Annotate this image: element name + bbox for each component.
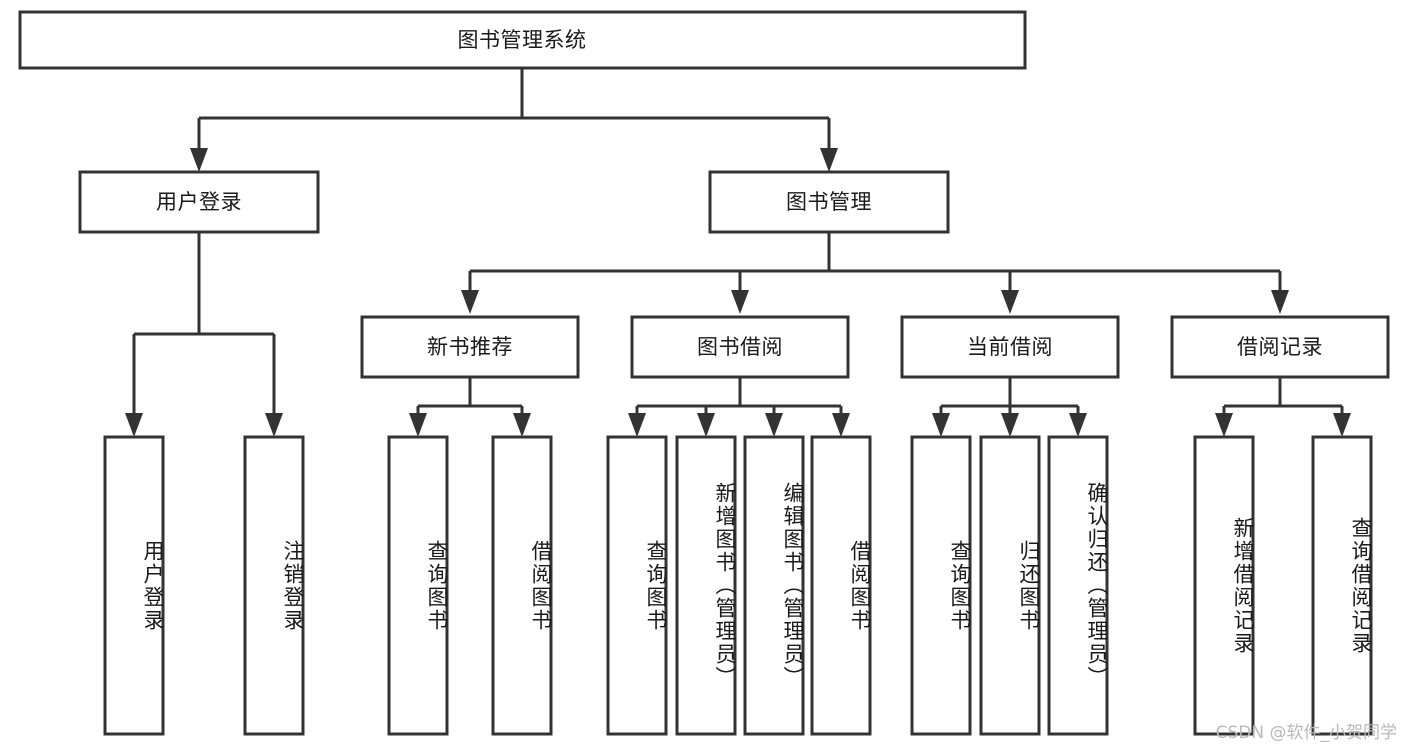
connectors-borrow-record-to-leaves [1215,377,1351,437]
arrowhead-to-borrow-record [1271,290,1289,314]
leaf-box-book-borrow-1[interactable] [675,435,737,736]
arrowhead-user-login-leaf-1 [125,413,143,437]
node-label-borrow-record: 借阅记录 [1237,335,1323,359]
node-box-user-login[interactable] [78,170,320,234]
node-label-new-book-recommend: 新书推荐 [427,335,513,359]
leaf-box-user-login-1[interactable] [243,435,305,736]
node-book-manage[interactable]: 图书管理 [708,170,950,234]
arrowhead-root-to-user-login [190,148,208,172]
leaf-group-user-login [103,435,305,736]
leaf-box-book-borrow-0[interactable] [606,435,668,736]
leaf-box-current-borrow-0[interactable] [910,435,972,736]
leaf-box-user-login-0[interactable] [103,435,165,736]
connectors-current-borrow-to-leaves [932,377,1087,437]
node-box-root[interactable] [18,10,1027,70]
node-label-current-borrow: 当前借阅 [967,335,1053,359]
leaf-box-new-book-0[interactable] [387,435,449,736]
node-current-borrow[interactable]: 当前借阅 [900,315,1120,379]
connectors-book-borrow-to-leaves [628,377,850,437]
arrowhead-book-borrow-leaf-4 [832,413,850,437]
arrowhead-book-borrow-leaf-2 [697,413,715,437]
node-book-borrow[interactable]: 图书借阅 [630,315,850,379]
csdn-watermark: CSDN @软件_小贺同学 [1215,723,1397,743]
node-box-current-borrow[interactable] [900,315,1120,379]
leaf-box-current-borrow-2[interactable] [1047,435,1109,736]
arrowhead-to-book-borrow [731,290,749,314]
node-label-root: 图书管理系统 [458,28,587,52]
arrowhead-to-current-borrow [1001,290,1019,314]
node-box-borrow-record[interactable] [1170,315,1390,379]
node-user-login[interactable]: 用户登录 [78,170,320,234]
node-label-book-manage: 图书管理 [786,190,872,214]
arrowhead-borrow-record-leaf-1 [1215,413,1233,437]
arrowhead-new-book-leaf-1 [409,413,427,437]
node-label-book-borrow: 图书借阅 [697,335,783,359]
arrowhead-root-to-book-manage [820,148,838,172]
node-new-book-recommend[interactable]: 新书推荐 [360,315,580,379]
leaf-box-borrow-record-0[interactable] [1193,435,1255,736]
leaf-box-borrow-record-1[interactable] [1311,435,1373,736]
arrowhead-user-login-leaf-2 [265,413,283,437]
arrowhead-current-borrow-leaf-1 [932,413,950,437]
arrowhead-current-borrow-leaf-2 [1001,413,1019,437]
leaf-group-new-book-recommend [387,435,553,736]
leaf-box-book-borrow-3[interactable] [810,435,872,736]
leaf-group-borrow-record [1193,435,1373,736]
node-borrow-record[interactable]: 借阅记录 [1170,315,1390,379]
node-label-user-login: 用户登录 [156,190,242,214]
arrowhead-new-book-leaf-2 [513,413,531,437]
node-box-new-book-recommend[interactable] [360,315,580,379]
node-box-book-manage[interactable] [708,170,950,234]
connectors-new-book-to-leaves [409,377,531,437]
arrowhead-current-borrow-leaf-3 [1069,413,1087,437]
connectors-book-manage-to-level3 [461,232,1289,314]
leaf-group-book-borrow [606,435,872,736]
leaf-box-new-book-1[interactable] [491,435,553,736]
node-root-system[interactable]: 图书管理系统 [18,10,1027,70]
connectors-root-to-level2 [190,68,838,172]
arrowhead-borrow-record-leaf-2 [1333,413,1351,437]
leaf-box-book-borrow-2[interactable] [743,435,805,736]
connectors-user-login-to-leaves [125,232,283,437]
arrowhead-to-new-book [461,290,479,314]
node-box-book-borrow[interactable] [630,315,850,379]
arrowhead-book-borrow-leaf-3 [765,413,783,437]
arrowhead-book-borrow-leaf-1 [628,413,646,437]
leaf-group-current-borrow [910,435,1109,736]
leaf-box-current-borrow-1[interactable] [979,435,1041,736]
